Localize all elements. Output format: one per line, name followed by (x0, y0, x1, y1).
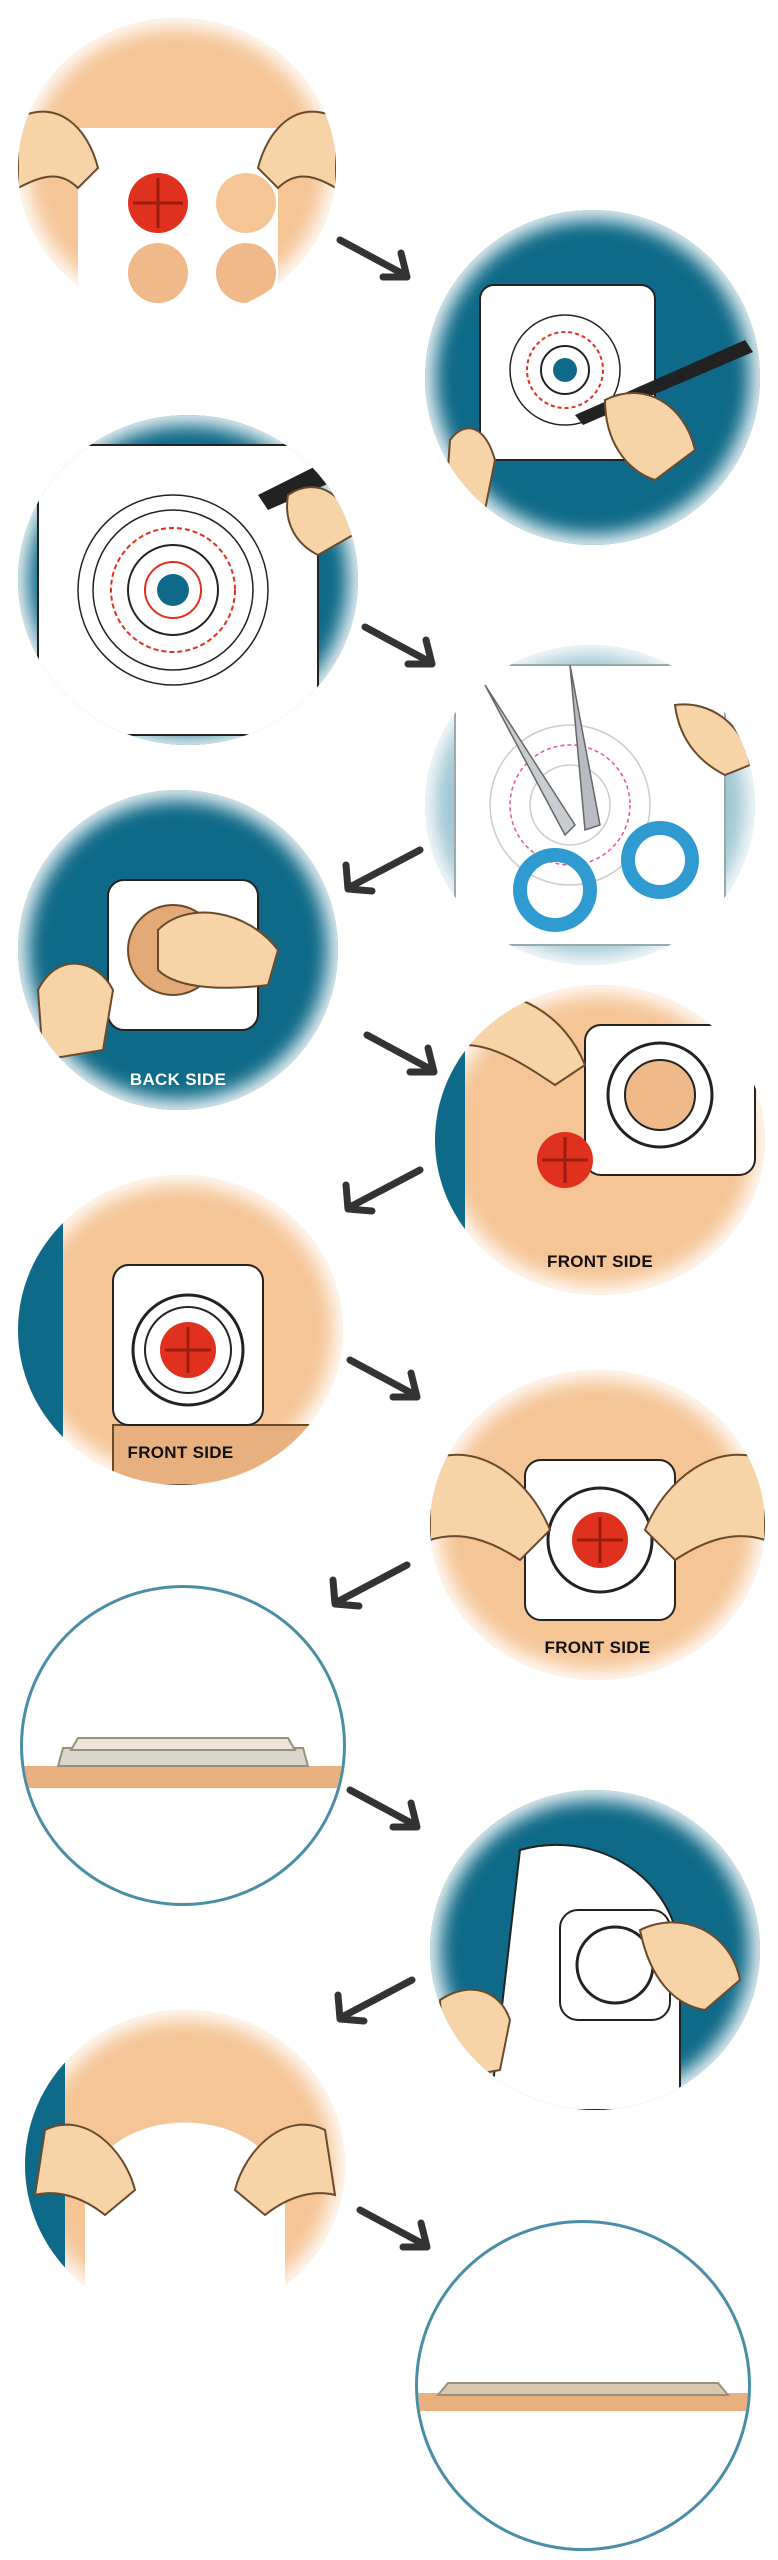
step-1-abdomen (18, 18, 336, 318)
step-5-back-side: BACK SIDE (18, 790, 338, 1110)
step-6-front-side: FRONT SIDE (435, 985, 765, 1295)
hand (464, 992, 587, 1087)
scissors-handle (513, 848, 597, 932)
arrow-right-4 (345, 1355, 425, 1405)
step-7-caption: FRONT SIDE (127, 1443, 234, 1462)
arrow-left-4 (330, 1975, 420, 2025)
step-11-pouch-attached (25, 2010, 345, 2320)
step-8-caption: FRONT SIDE (544, 1638, 651, 1657)
step-6-illustration (435, 985, 756, 1295)
step-2-marking (425, 210, 760, 545)
pouch (85, 2122, 285, 2320)
step-4-illustration (454, 664, 752, 946)
scissors-blade (484, 684, 576, 837)
skin-circle (216, 173, 276, 233)
step-8-illustration (430, 1453, 765, 1621)
step-1-illustration (18, 110, 336, 318)
step-3-measuring (18, 415, 358, 745)
step-12-illustration (418, 2382, 748, 2411)
left-hand (430, 1453, 552, 1562)
arrow-left-1 (338, 845, 428, 895)
marker-pen (258, 455, 348, 510)
step-11-illustration (25, 2010, 337, 2320)
step-7-illustration (18, 1175, 314, 1485)
step-4-cutting (425, 645, 755, 965)
step-5-illustration (36, 879, 280, 1062)
left-hand (18, 110, 100, 190)
skin-layer (23, 1766, 343, 1788)
hand (603, 392, 697, 482)
step-5-caption: BACK SIDE (129, 1070, 227, 1089)
arrow-right-1 (335, 235, 415, 285)
arrow-right-3 (362, 1030, 442, 1080)
arrow-left-2 (338, 1165, 428, 1215)
hand (286, 486, 355, 557)
step-7-front-side: FRONT SIDE (18, 1175, 343, 1485)
step-10-illustration (438, 1843, 742, 2110)
arrow-right-6 (355, 2205, 435, 2255)
arrow-right-5 (345, 1785, 425, 1835)
step-9-illustration (23, 1737, 343, 1788)
right-hand (233, 2123, 337, 2217)
step-9-side-view (20, 1585, 346, 1906)
step-2-illustration (443, 284, 753, 511)
baseplate-profile (435, 2382, 731, 2396)
step-10-attach-pouch (430, 1790, 760, 2110)
arrow-left-3 (325, 1560, 415, 1610)
step-8-front-side: FRONT SIDE (430, 1370, 765, 1680)
step-3-illustration (37, 444, 355, 736)
step-12-side-view (415, 2220, 751, 2551)
step-6-caption: FRONT SIDE (547, 1252, 653, 1271)
skin-layer (418, 2393, 748, 2411)
right-hand (643, 1453, 765, 1562)
right-hand (256, 110, 336, 190)
hand (638, 1921, 742, 2012)
arrow-right-2 (360, 622, 440, 672)
left-hand (33, 2123, 137, 2217)
hand (157, 911, 280, 989)
